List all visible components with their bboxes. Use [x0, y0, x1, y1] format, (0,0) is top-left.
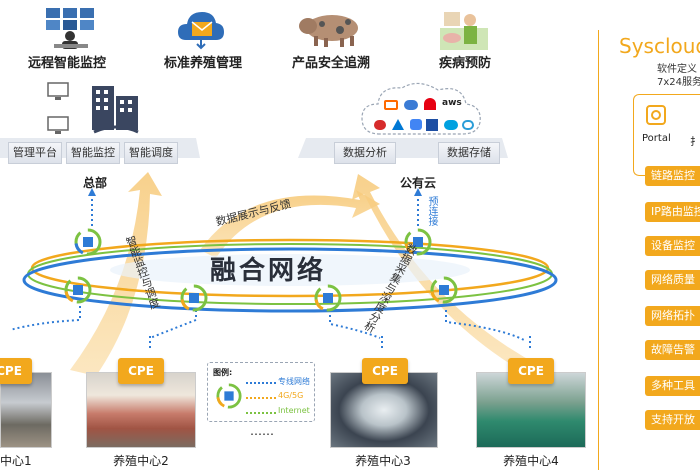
legend-label-internet: Internet: [278, 406, 310, 415]
farm-worker-icon: [440, 12, 488, 50]
oracle-icon: [462, 120, 474, 130]
legend-line-internet: [246, 412, 276, 414]
side-item-link-monitor[interactable]: 链路监控: [645, 166, 700, 186]
site-label-2: 养殖中心2: [113, 454, 169, 468]
site-label-3: 养殖中心3: [355, 454, 411, 468]
network-node-icon: [64, 276, 92, 304]
network-node-icon: [314, 284, 342, 312]
farm-photo-2: [86, 372, 196, 448]
public-cloud-label: 公有云: [399, 176, 436, 190]
management-platform-button[interactable]: 管理平台: [8, 142, 62, 164]
app-label-disease-prevention: 疾病预防: [438, 56, 491, 71]
syscloud-desc-2: 7x24服务: [657, 77, 700, 88]
ucloud-icon: [426, 119, 438, 131]
network-title: 融合网络: [209, 256, 326, 286]
legend-label-dedicated: 专线网络: [278, 377, 310, 386]
side-item-device-monitor[interactable]: 设备监控: [645, 236, 700, 256]
more-sites-ellipsis: ……: [250, 424, 274, 438]
portal-label: Portal: [642, 133, 671, 144]
side-item-open[interactable]: 支持开放: [645, 410, 700, 430]
pig-icon: [299, 15, 358, 47]
cpe-badge-1: CPE: [0, 358, 32, 384]
portal-icon: [646, 105, 666, 125]
salesforce-icon: [444, 120, 458, 130]
google-cloud-icon: [410, 119, 422, 130]
side-item-ip-route[interactable]: IP路由监控: [645, 202, 700, 222]
legend-line-4g5g: [246, 397, 276, 399]
syscloud-title: Syscloud: [619, 34, 700, 58]
baidu-cloud-icon: [374, 120, 386, 130]
legend-title: 图例:: [213, 368, 233, 377]
side-item-topology[interactable]: 网络拓扑: [645, 306, 700, 326]
side-item-tools[interactable]: 多种工具: [645, 376, 700, 396]
farm-photo-4: [476, 372, 586, 448]
app-label-traceability: 产品安全追溯: [291, 56, 370, 71]
huawei-cloud-icon: [424, 98, 436, 110]
network-node-icon: [404, 228, 432, 256]
side-item-network-quality[interactable]: 网络质量: [645, 270, 700, 290]
monitor-wall-icon: [46, 8, 94, 49]
hq-label: 总部: [82, 176, 107, 190]
syscloud-panel: Syscloud 软件定义 7x24服务 Portal 扌 链路监控 IP路由监…: [598, 30, 700, 470]
app-label-remote-monitor: 远程智能监控: [27, 56, 106, 71]
azure-icon: [392, 119, 404, 130]
aliyun-icon: [384, 100, 398, 110]
legend-line-dedicated: [246, 382, 276, 384]
data-collect-arrow: [352, 174, 540, 370]
cloud-block: aws 数据分析 数据存储 公有云: [298, 80, 508, 190]
email-cloud-icon: [178, 12, 224, 50]
legend: 图例: 专线网络 4G/5G Internet: [207, 362, 315, 422]
cpe-badge-4: CPE: [508, 358, 554, 384]
monitor-icon: [47, 82, 69, 100]
legend-label-4g5g: 4G/5G: [278, 391, 304, 400]
site-label-1: 中心1: [0, 454, 32, 468]
site-label-4: 养殖中心4: [503, 454, 559, 468]
legend-node-icon: [216, 383, 242, 409]
farm-photo-1: [0, 372, 52, 448]
app-label-standard-farming: 标准养殖管理: [163, 56, 242, 71]
cpe-badge-3: CPE: [362, 358, 408, 384]
side-item-fault-alarm[interactable]: 故障告警: [645, 340, 700, 360]
network-node-icon: [74, 228, 102, 256]
network-node-icon: [180, 284, 208, 312]
syscloud-desc-1: 软件定义: [657, 64, 697, 75]
smart-monitor-button[interactable]: 智能监控: [66, 142, 120, 164]
pre-connect-label: 预连接: [426, 196, 437, 226]
data-storage-button[interactable]: 数据存储: [438, 142, 500, 164]
network-node-icon: [430, 276, 458, 304]
aws-icon: aws: [442, 98, 462, 108]
hq-block: 管理平台 智能监控 智能调度 总部: [0, 80, 200, 190]
portal2-label: 扌: [690, 137, 700, 148]
office-building-icon: [92, 86, 139, 134]
cpe-badge-2: CPE: [118, 358, 164, 384]
monitor-icon: [47, 116, 69, 134]
network-diagram: [9, 172, 558, 376]
smart-dispatch-button[interactable]: 智能调度: [124, 142, 178, 164]
portal-card[interactable]: Portal 扌: [633, 94, 700, 176]
smart-monitor-arrow: [70, 172, 162, 376]
data-analysis-button[interactable]: 数据分析: [334, 142, 396, 164]
top-apps: 远程智能监控 标准养殖管理 产品安全追溯 疾病预防: [0, 0, 600, 80]
tencent-cloud-icon: [404, 100, 418, 110]
